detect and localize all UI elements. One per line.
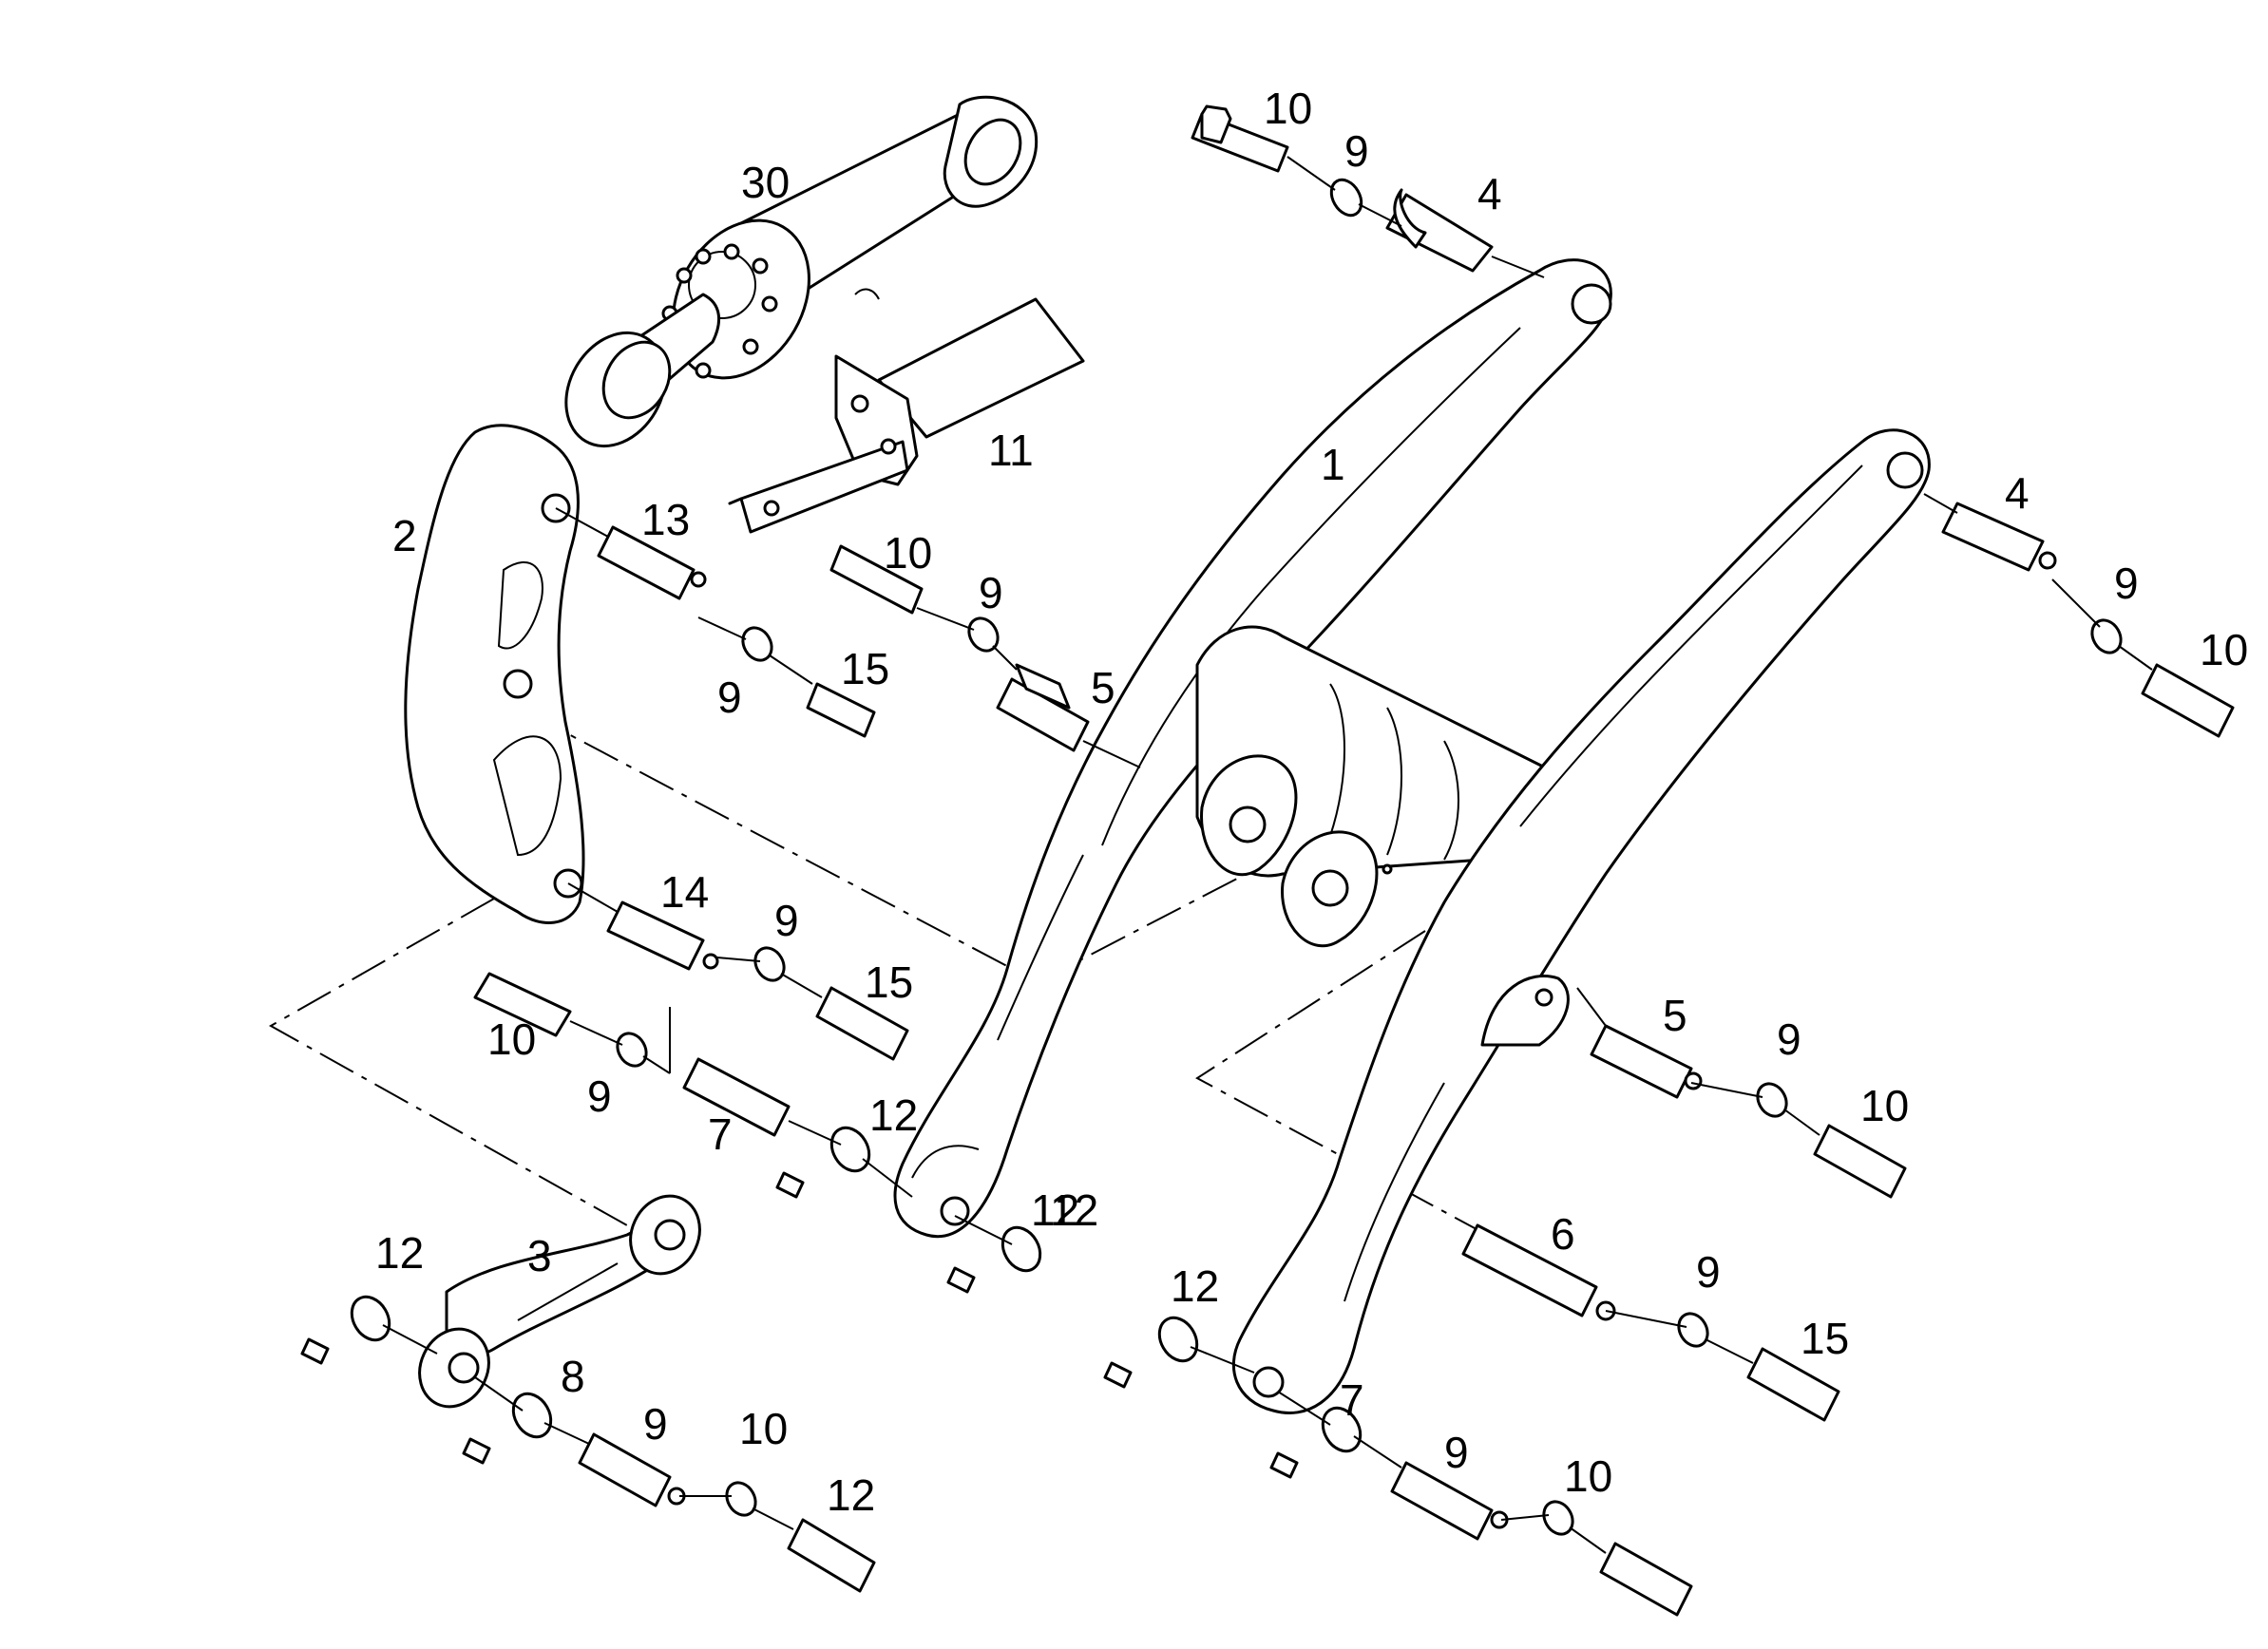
- callout-label: 9: [1696, 1247, 1721, 1297]
- callout-label: 13: [641, 495, 690, 544]
- callout-label: 2: [392, 511, 417, 560]
- boom-arm-assembly: [893, 258, 1931, 1414]
- callout-label: 7: [1340, 1375, 1364, 1425]
- callout-label: 10: [1860, 1081, 1909, 1130]
- boom-right-top-bore: [1886, 451, 1924, 489]
- callout-label: 9: [717, 673, 742, 722]
- callout-label: 15: [865, 957, 913, 1007]
- callout-label: 4: [2005, 468, 2030, 518]
- boom-right-arm: [1231, 428, 1931, 1414]
- callout-label: 10: [1264, 84, 1312, 133]
- callout-label: 4: [1477, 169, 1502, 218]
- callout-label: 10: [884, 528, 932, 578]
- callout-label: 30: [741, 158, 790, 207]
- callout-label: 14: [660, 867, 709, 917]
- callout-label: 10: [487, 1014, 536, 1064]
- callout-label: 8: [561, 1352, 585, 1401]
- small-parts: [300, 104, 2235, 1617]
- boom-left-bottom-bore: [940, 1196, 970, 1226]
- callout-label: 15: [1801, 1314, 1849, 1363]
- callout-label: 9: [2114, 559, 2139, 608]
- callout-label: 1: [1321, 440, 1345, 489]
- callout-label: 9: [1344, 126, 1369, 176]
- hydraulic-cylinder: [564, 95, 1039, 448]
- callout-label: 10: [2200, 625, 2248, 674]
- callout-label: 10: [1564, 1451, 1612, 1501]
- side-plate: [404, 424, 585, 924]
- boom-right-bottom-bore: [1252, 1366, 1285, 1398]
- callout-label: 7: [708, 1109, 733, 1159]
- callout-label: 12: [375, 1228, 424, 1278]
- callout-label: 12: [1050, 1185, 1098, 1235]
- callout-label: 9: [774, 896, 799, 945]
- assembly-axis-lines: [382, 156, 2153, 1554]
- callout-label: 12: [869, 1090, 918, 1140]
- callout-label: 5: [1663, 991, 1687, 1040]
- callout-label: 12: [1171, 1261, 1219, 1311]
- callout-label: 9: [643, 1399, 668, 1449]
- bracket-assembly: [728, 297, 1085, 534]
- callout-label: 12: [827, 1470, 875, 1520]
- callout-label: 9: [979, 568, 1003, 617]
- callout-label: 10: [739, 1404, 788, 1453]
- callout-label: 9: [1777, 1014, 1801, 1064]
- callout-label: 9: [587, 1071, 612, 1121]
- callout-label: 9: [1444, 1428, 1469, 1477]
- callout-label: 6: [1551, 1209, 1575, 1259]
- link-arm: [418, 1194, 701, 1409]
- callout-label: 3: [527, 1231, 552, 1280]
- callout-labels: 10 9 4 30 11 1 2 13 10 9 9 15 5 4 9 10 1…: [375, 84, 2248, 1520]
- callout-label: 15: [841, 644, 889, 693]
- callout-label: 5: [1091, 663, 1115, 712]
- callout-label: 12: [1031, 1185, 1079, 1235]
- callout-label: 11: [988, 426, 1034, 475]
- boom-left-top-bore: [1571, 283, 1612, 325]
